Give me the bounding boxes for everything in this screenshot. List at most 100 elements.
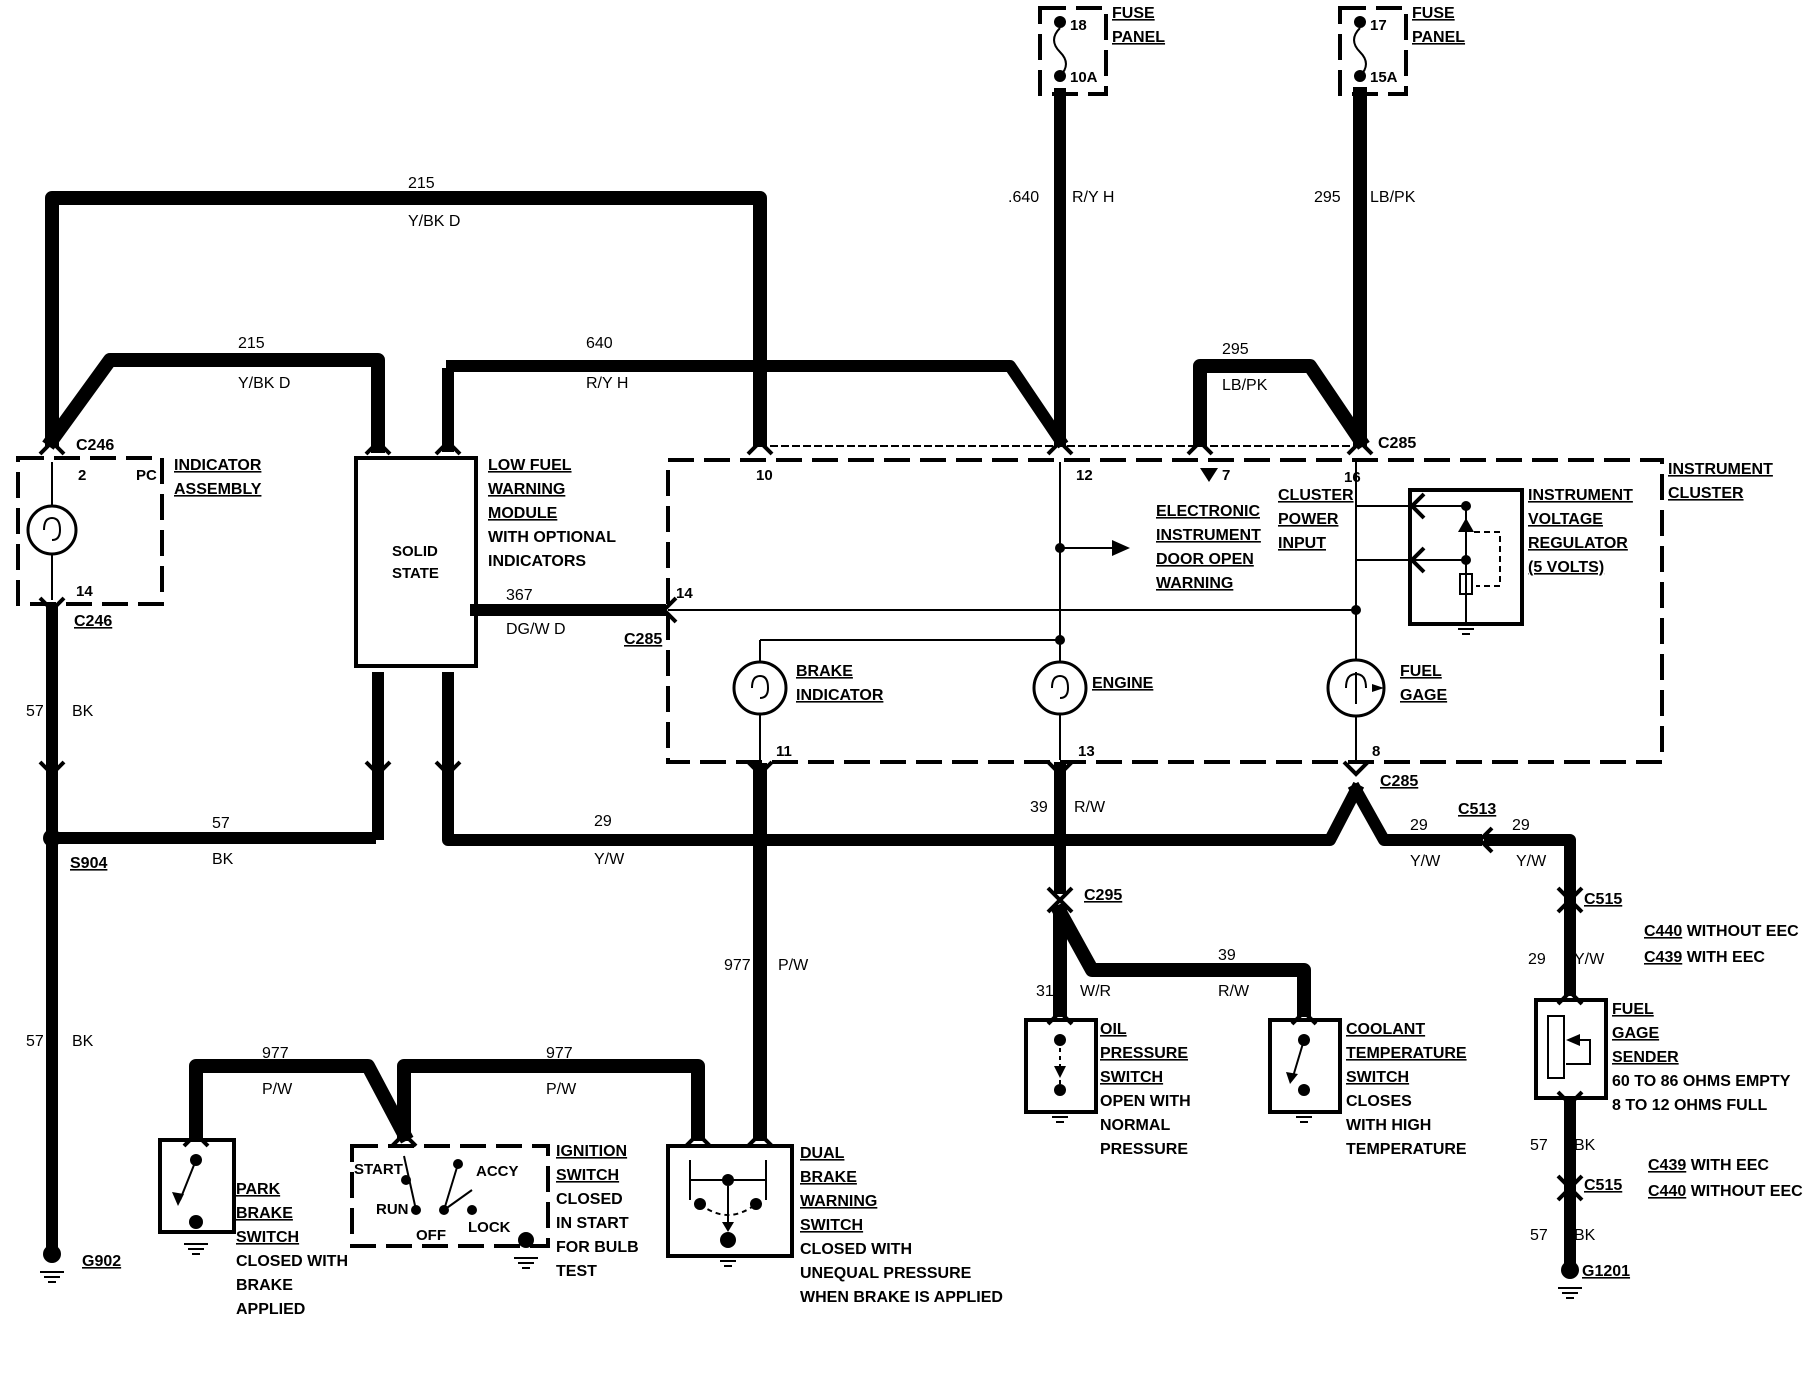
wire-number: 39: [1218, 947, 1236, 964]
dual-switch-label: WARNING: [800, 1193, 877, 1210]
fuse-panel-18: 18 10A FUSE PANEL: [1038, 5, 1165, 96]
note-text: WITHOUT EEC: [1686, 1183, 1803, 1200]
dual-switch-label: SWITCH: [800, 1217, 863, 1234]
connector-chevron: [1186, 439, 1214, 456]
coolant-switch-note: TEMPERATURE: [1346, 1141, 1467, 1158]
note-text: WITH EEC: [1682, 949, 1765, 966]
ign-position: LOCK: [468, 1219, 511, 1236]
sender-note: 8 TO 12 OHMS FULL: [1612, 1097, 1768, 1114]
wire-number: 295: [1314, 189, 1341, 206]
pin-label: PC: [136, 467, 157, 484]
park-switch-label: BRAKE: [236, 1205, 293, 1222]
connector-chevron: [364, 760, 392, 777]
module-inner-label: SOLID: [392, 543, 438, 560]
wire-number: 215: [408, 175, 435, 192]
connector-chevron: [1346, 439, 1374, 456]
wire-number: 215: [238, 335, 265, 352]
note-text: WITH EEC: [1686, 1157, 1769, 1174]
wire-number: 39: [1030, 799, 1048, 816]
connector-label: C246: [74, 613, 112, 630]
ground-g902: G902: [39, 1245, 121, 1283]
regulator-label: VOLTAGE: [1528, 511, 1603, 528]
wire-color: Y/W: [1410, 853, 1441, 870]
ignition-switch: START ACCY RUN OFF LOCK IGNITION SWITCH …: [350, 1143, 639, 1280]
wire-number: 29: [594, 813, 612, 830]
wire-number: 57: [1530, 1137, 1548, 1154]
wire-number: 31: [1036, 983, 1054, 1000]
fuse-panel-label: FUSE: [1112, 5, 1155, 22]
pin-label: 14: [76, 583, 93, 600]
connector-label: C513: [1458, 801, 1496, 818]
coolant-switch-label: COOLANT: [1346, 1021, 1425, 1038]
wire-number: .640: [1008, 189, 1039, 206]
fuse-rating: 10A: [1070, 69, 1098, 86]
park-brake-switch: PARK BRAKE SWITCH CLOSED WITH BRAKE APPL…: [158, 1138, 348, 1318]
oil-pressure-switch: OIL PRESSURE SWITCH OPEN WITH NORMAL PRE…: [1024, 1018, 1191, 1158]
pin-label: 2: [78, 467, 86, 484]
module-note: WITH OPTIONAL: [488, 529, 616, 546]
connector-chevron: [746, 439, 774, 456]
connector-chevron: [746, 1131, 774, 1148]
park-switch-note: CLOSED WITH: [236, 1253, 348, 1270]
sender-note: 60 TO 86 OHMS EMPTY: [1612, 1073, 1791, 1090]
sender-label: GAGE: [1612, 1025, 1659, 1042]
wire-color: P/W: [778, 957, 809, 974]
pin-label: 12: [1076, 467, 1093, 484]
ign-position: START: [354, 1161, 403, 1178]
wire-215-top: [45, 191, 767, 447]
wire-29-sender: [1484, 834, 1576, 996]
wire-215-top: [48, 194, 764, 444]
note-connector: C440: [1644, 923, 1682, 940]
wire-color: W/R: [1080, 983, 1111, 1000]
wire-39-coolant: [1054, 906, 1308, 1014]
wire-number: 57: [26, 1033, 44, 1050]
connector-chevron: [1046, 760, 1074, 777]
indicator-assembly: 2 PC 14 INDICATOR ASSEMBLY: [16, 456, 262, 606]
pin-label: 7: [1222, 467, 1230, 484]
c515-note-top: C440 WITHOUT EEC C439 WITH EEC: [1644, 923, 1799, 966]
fuse-cavity: 18: [1070, 17, 1087, 34]
pin-label: 11: [776, 743, 792, 760]
wire-color: R/W: [1218, 983, 1250, 1000]
wire-29-main: [442, 672, 1365, 846]
wire-color: P/W: [262, 1081, 293, 1098]
wire-color: BK: [212, 851, 234, 868]
fuse-cavity: 17: [1370, 17, 1387, 34]
wire-color: R/Y H: [1072, 189, 1114, 206]
module-label: LOW FUEL: [488, 457, 572, 474]
wire-977-right: [397, 1059, 705, 1141]
pin-label: 10: [756, 467, 773, 484]
coolant-switch-label: TEMPERATURE: [1346, 1045, 1467, 1062]
fuel-gage: FUEL GAGE: [1326, 658, 1447, 718]
connector-chevron: [434, 760, 462, 777]
wire-labels: 215 Y/BK D 215 Y/BK D 640 R/Y H .640 R/Y…: [26, 175, 1605, 1244]
ign-position: ACCY: [476, 1163, 519, 1180]
pin-label: 13: [1078, 743, 1095, 760]
voltage-regulator: INSTRUMENT VOLTAGE REGULATOR (5 VOLTS): [1408, 487, 1633, 635]
splice-s904: S904: [43, 829, 107, 872]
oil-switch-note: OPEN WITH: [1100, 1093, 1191, 1110]
fuse-panel-label: PANEL: [1112, 29, 1165, 46]
coolant-switch-note: CLOSES: [1346, 1093, 1412, 1110]
wire-layer: [38, 87, 1584, 1266]
low-fuel-warning-module: SOLID STATE LOW FUEL WARNING MODULE WITH…: [354, 456, 616, 668]
connector-chevron: [746, 760, 774, 777]
connector-chevron: [38, 760, 66, 777]
sender-label: FUEL: [1612, 1001, 1654, 1018]
wire-number: 640: [586, 335, 613, 352]
connector-label: C285: [1380, 773, 1418, 790]
ignition-label: SWITCH: [556, 1167, 619, 1184]
module-inner-label: STATE: [392, 565, 439, 582]
wire-number: 57: [26, 703, 44, 720]
ignition-label: IGNITION: [556, 1143, 627, 1160]
wire-color: R/W: [1074, 799, 1106, 816]
regulator-label: (5 VOLTS): [1528, 559, 1604, 576]
ground-label: G1201: [1582, 1263, 1630, 1280]
oil-switch-label: OIL: [1100, 1021, 1127, 1038]
cluster-label: INSTRUMENT: [1668, 461, 1773, 478]
brake-indicator-label: INDICATOR: [796, 687, 884, 704]
brake-indicator-bulb: BRAKE INDICATOR: [732, 660, 884, 716]
fuel-gage-label: FUEL: [1400, 663, 1442, 680]
ignition-note: IN START: [556, 1215, 629, 1232]
wire-color: BK: [72, 1033, 94, 1050]
